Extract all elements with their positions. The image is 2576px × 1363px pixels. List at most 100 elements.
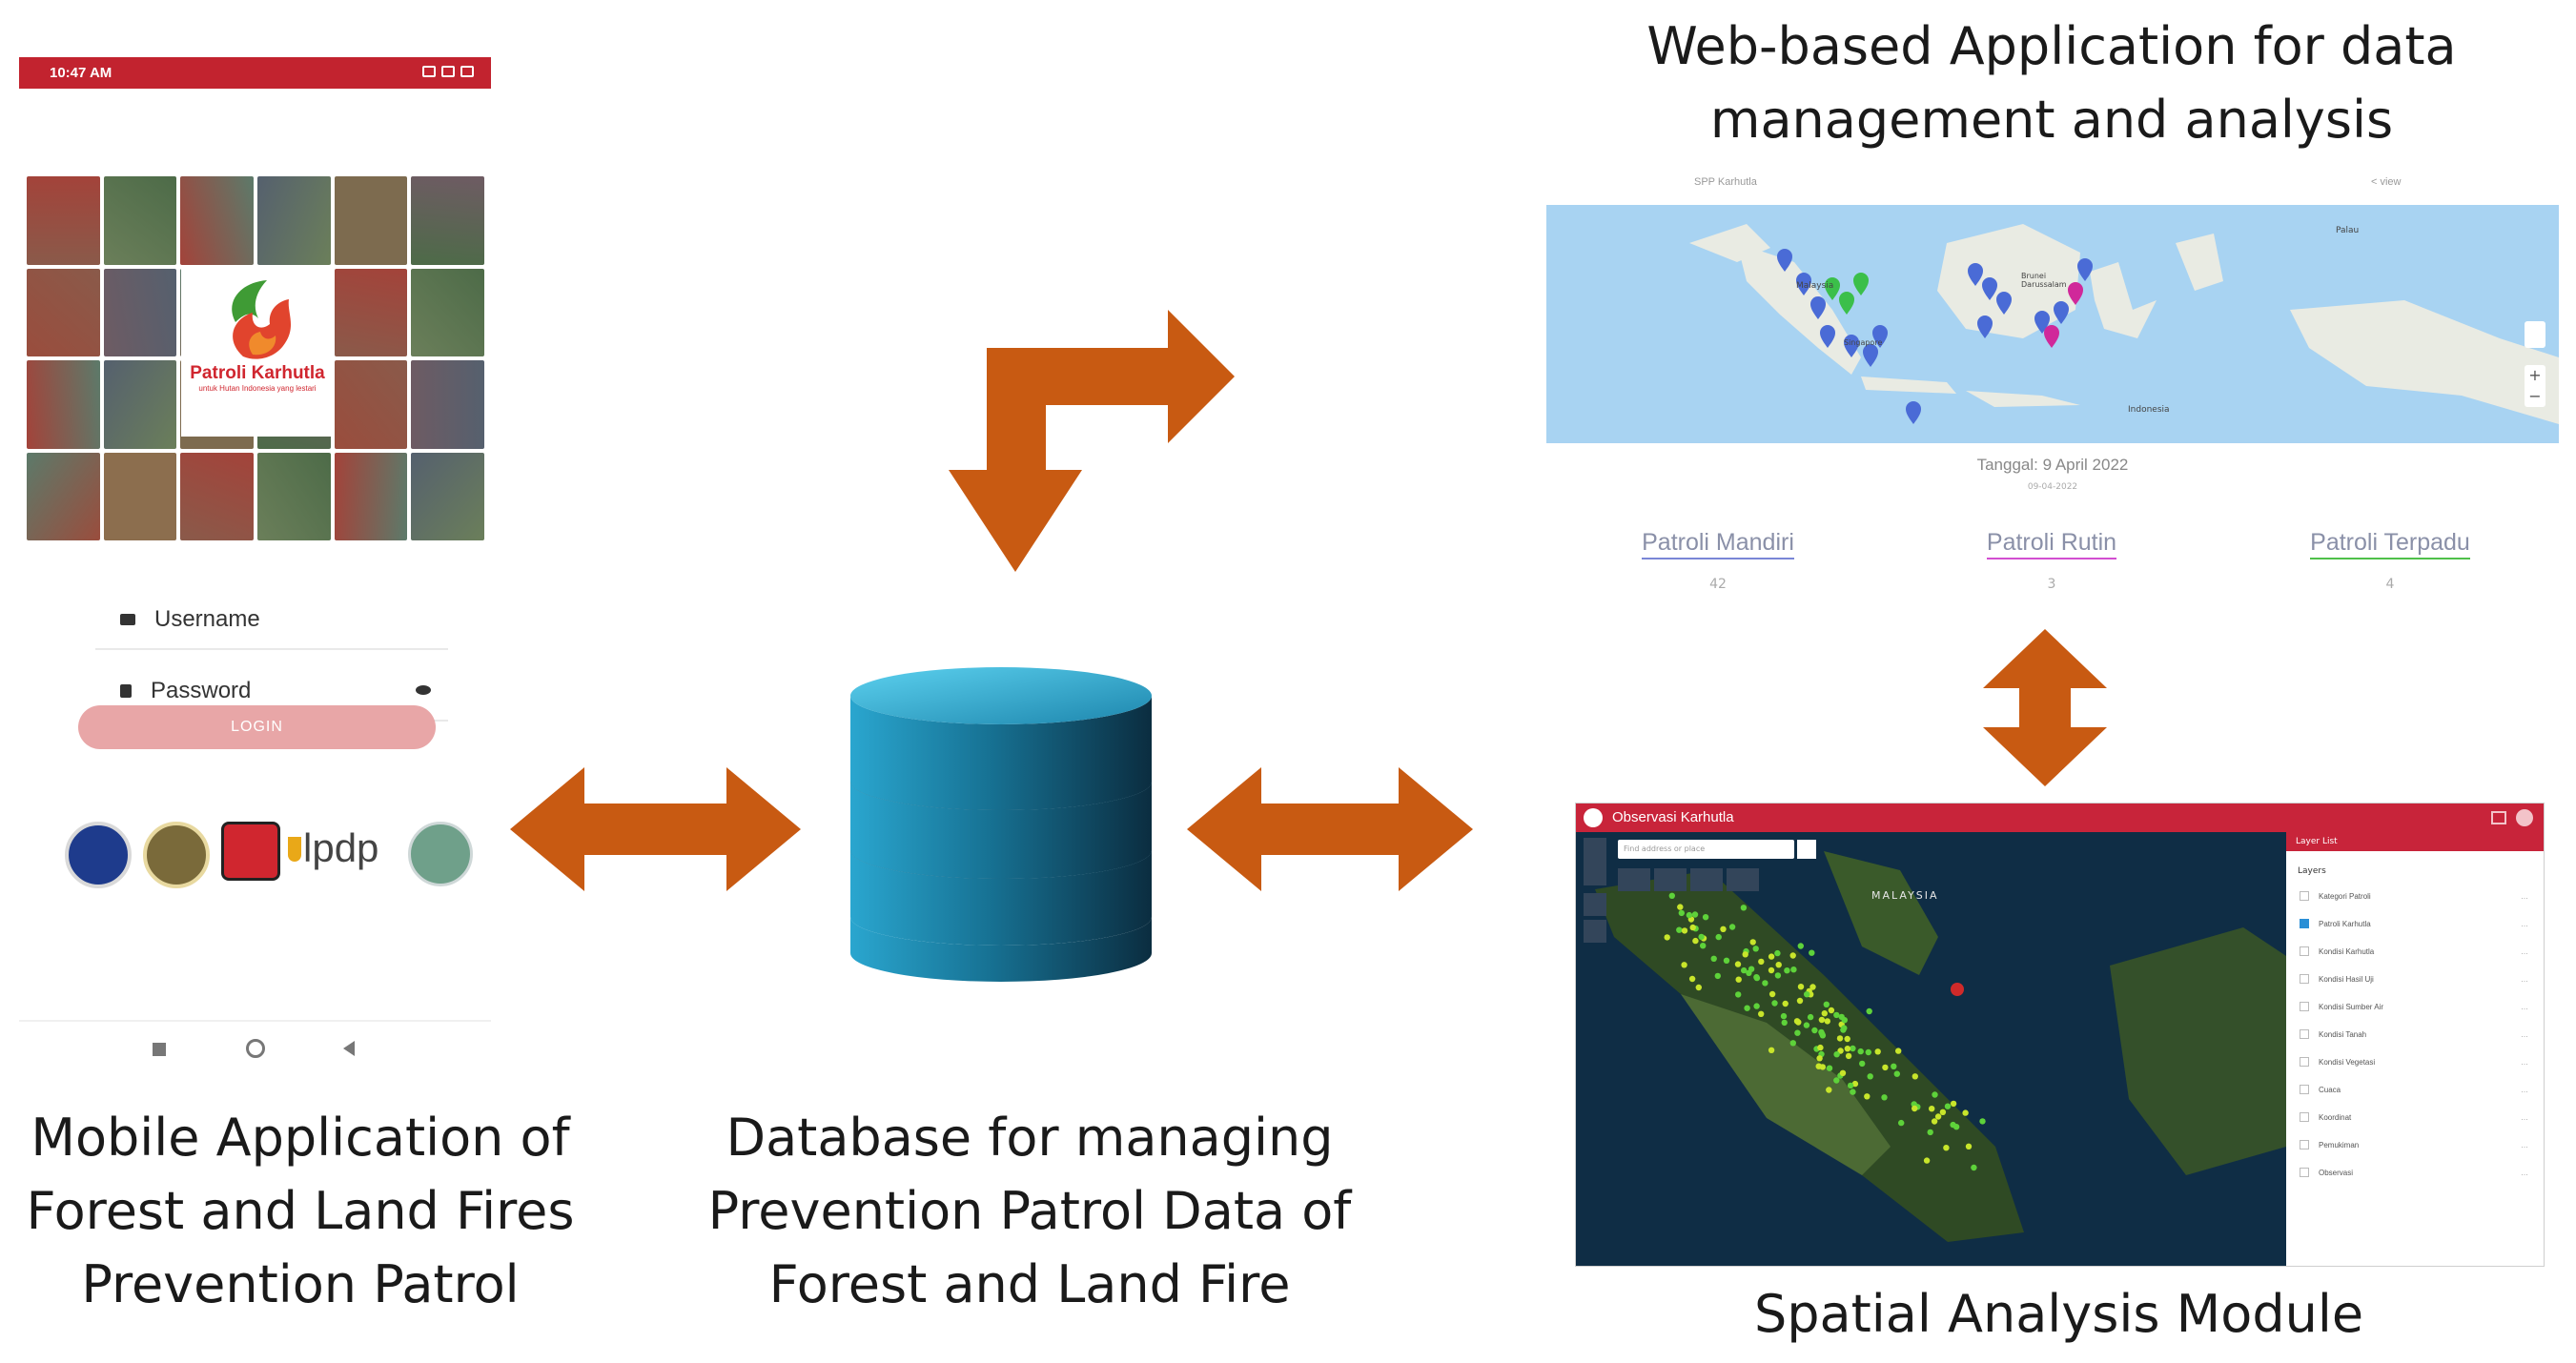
layer-options-icon[interactable]: … [2521,1002,2528,1011]
filter-icon[interactable] [1654,868,1687,891]
map-pin-icon[interactable] [1844,335,1859,357]
map-pin-icon[interactable] [1982,277,1997,300]
layer-options-icon[interactable]: … [2521,919,2528,928]
map-pin-icon[interactable] [2077,258,2093,281]
phone-status-bar: 10:47 AM [19,57,491,89]
map-pin-icon[interactable] [1820,325,1835,348]
layer-checkbox[interactable] [2300,1002,2309,1011]
login-button[interactable]: LOGIN [78,705,436,749]
patrol-rutin-link[interactable]: Patroli Rutin [1928,529,2176,559]
eye-icon[interactable] [416,685,431,695]
lpdp-logo-text: lpdp [303,825,379,870]
layer-item[interactable]: Pemukiman… [2300,1134,2528,1155]
layer-checkbox[interactable] [2300,1057,2309,1067]
layer-options-icon[interactable]: … [2521,974,2528,984]
layer-checkbox[interactable] [2300,1112,2309,1122]
hotspot-point [1782,1000,1789,1007]
layer-checkbox[interactable] [2300,1029,2309,1039]
map-pin-icon[interactable] [1906,401,1921,424]
layer-item[interactable]: Kondisi Vegetasi… [2300,1051,2528,1072]
username-field[interactable]: Username [95,591,448,650]
map-pin-icon[interactable] [1996,292,2012,315]
patrol-photo [103,268,177,356]
zoom-control[interactable]: +− [2525,365,2545,407]
map-pin-icon[interactable] [1872,325,1888,348]
map-pin-icon[interactable] [1810,296,1826,319]
layer-label: Kategori Patroli [2319,891,2371,901]
hotspot-point [1681,927,1688,934]
hotspot-point [1819,1032,1827,1039]
layer-options-icon[interactable]: … [2521,1112,2528,1122]
hotspot-point [1857,1048,1864,1055]
layer-checkbox[interactable] [2300,919,2309,928]
patrol-mandiri-count: 42 [1709,577,1727,592]
layer-checkbox[interactable] [2300,946,2309,956]
basemap-gallery-icon[interactable] [1618,868,1650,891]
layer-options-icon[interactable]: … [2521,946,2528,956]
map-pin-icon[interactable] [1977,315,1993,338]
map-pin-icon[interactable] [1839,292,1854,315]
world-logo-icon [408,822,473,886]
layer-item[interactable]: Kondisi Tanah… [2300,1024,2528,1045]
zoom-buttons[interactable] [1584,838,1606,885]
measure-icon[interactable] [1690,868,1723,891]
map-pin-icon[interactable] [2054,301,2069,324]
layer-options-icon[interactable]: … [2521,1057,2528,1067]
layer-item[interactable]: Koordinat… [2300,1107,2528,1128]
layer-checkbox[interactable] [2300,1168,2309,1177]
layer-item[interactable]: Kondisi Hasil Uji… [2300,968,2528,989]
home-icon[interactable] [246,1039,265,1058]
hotspot-point [1797,984,1805,990]
map-pin-icon[interactable] [1863,344,1878,367]
patrol-mandiri-link[interactable]: Patroli Mandiri [1594,529,1842,559]
layer-panel-title: Layer List [2286,832,2544,851]
user-icon[interactable] [2516,809,2533,826]
logo-subtitle: untuk Hutan Indonesia yang lestari [198,384,317,393]
patrol-terpadu-link[interactable]: Patroli Terpadu [2266,529,2514,559]
hotspot-point [1950,1100,1957,1108]
layer-checkbox[interactable] [2300,891,2309,901]
web-app-date-small: 09-04-2022 [2027,482,2078,492]
layer-options-icon[interactable]: … [2521,1140,2528,1149]
layer-item[interactable]: Patroli Karhutla… [2300,913,2528,934]
layers-heading: Layers [2298,866,2326,876]
layer-options-icon[interactable]: … [2521,1029,2528,1039]
layer-checkbox[interactable] [2300,1140,2309,1149]
pegman-icon[interactable] [2525,321,2545,348]
layer-options-icon[interactable]: … [2521,891,2528,901]
home-icon[interactable] [1584,893,1606,916]
patrol-map[interactable]: Malaysia Singapore Brunei Darussalam Ind… [1546,205,2559,443]
print-icon[interactable] [1727,868,1759,891]
hotspot-point [1865,1048,1871,1056]
search-icon[interactable] [1797,840,1816,859]
layer-options-icon[interactable]: … [2521,1168,2528,1177]
layer-item[interactable]: Kondisi Sumber Air… [2300,996,2528,1017]
layer-item[interactable]: Kategori Patroli … [2300,885,2528,906]
map-pin-icon[interactable] [2044,325,2059,348]
layer-item[interactable]: Kondisi Karhutla… [2300,941,2528,962]
map-pin-icon[interactable] [1853,273,1869,295]
web-app-brand[interactable]: SPP Karhutla [1694,176,1757,188]
web-app-view-link[interactable]: < view [2371,176,2402,188]
layer-item[interactable]: Cuaca… [2300,1079,2528,1100]
patroli-karhutla-logo: Patroli Karhutla untuk Hutan Indonesia y… [181,265,334,437]
hotspot-point [1839,1069,1847,1076]
layer-item[interactable]: Observasi… [2300,1162,2528,1183]
map-search-input[interactable]: Find address or place [1618,840,1794,859]
layer-options-icon[interactable]: … [2521,1085,2528,1094]
list-icon[interactable] [2491,811,2506,824]
satellite-map[interactable]: Find address or place MALAYSIA [1576,832,2286,1266]
gis-toolbar [1618,868,1759,891]
locate-icon[interactable] [1584,920,1606,943]
map-pin-icon[interactable] [2068,282,2083,305]
map-pin-icon[interactable] [1777,249,1792,272]
layer-checkbox[interactable] [2300,1085,2309,1094]
hotspot-point [1828,1007,1835,1014]
hotspot-point [1749,939,1756,946]
layer-checkbox[interactable] [2300,974,2309,984]
back-icon[interactable] [343,1041,355,1056]
recents-icon[interactable] [153,1043,166,1056]
map-pin-icon[interactable] [1796,273,1811,295]
map-pin-icon[interactable] [1968,263,1983,286]
map-pin-icon[interactable] [1825,277,1840,300]
